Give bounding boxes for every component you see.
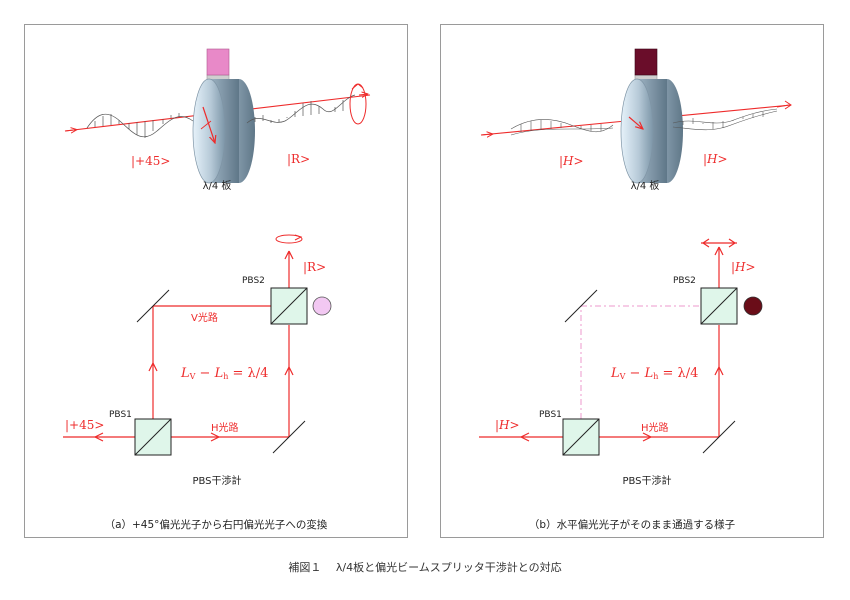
panel-a: |+45> |R> λ/4 板 PBS2 (24, 24, 408, 538)
state-in-label: |H> (559, 154, 584, 168)
h-path-label: H光路 (211, 421, 239, 434)
outgoing-wave (246, 94, 356, 124)
mirror-bottom-right (702, 420, 736, 454)
output-state-label: |H> (731, 260, 756, 274)
input-state-label: |+45> (65, 418, 104, 432)
panel-b-diagram: |H> |H> λ/4 板 PBS2 PBS1 H光路 |H> (479, 48, 792, 487)
mirror-top-left (136, 289, 170, 323)
panel-a-diagram: |+45> |R> λ/4 板 PBS2 (63, 48, 371, 487)
figure-caption: 補図１ λ/4板と偏光ビームスプリッタ干渉計との対応 (288, 561, 562, 574)
waveplate-holder (634, 48, 658, 76)
detector-icon (743, 296, 763, 316)
optic-axis-arrow (628, 116, 643, 129)
interferometer-label: PBS干渉計 (192, 474, 241, 487)
pbs2-label: PBS2 (673, 276, 696, 286)
input-state-label: |H> (495, 418, 520, 432)
waveplate-label: λ/4 板 (203, 179, 232, 192)
state-out-label: |R> (287, 152, 310, 166)
detector-icon (312, 296, 332, 316)
outgoing-wave (672, 108, 778, 131)
output-rotation-icon (275, 234, 303, 244)
h-path-label: H光路 (641, 421, 669, 434)
mirror-top-left (564, 289, 598, 323)
circular-polarization-icon (349, 83, 367, 125)
interferometer-beams (63, 250, 294, 442)
panel-b-caption: （b）水平偏光光子がそのまま通過する様子 (528, 519, 736, 531)
incoming-wave (86, 113, 194, 138)
waveplate-disc (192, 78, 226, 184)
waveplate-holder (206, 48, 230, 76)
mirror-bottom-right (272, 420, 306, 454)
state-in-label: |+45> (131, 154, 170, 168)
waveplate-disc (620, 78, 654, 184)
interferometer-label: PBS干渉計 (622, 474, 671, 487)
panel-a-caption: （a）+45°偏光光子から右円偏光光子への変換 (104, 519, 328, 531)
pbs2-label: PBS2 (242, 276, 265, 286)
path-difference-formula: LV − Lh = λ/4 (180, 366, 268, 381)
waveplate-label: λ/4 板 (631, 179, 660, 192)
optic-axis-arrow (202, 106, 215, 143)
state-out-label: |H> (703, 152, 728, 166)
incoming-wave (510, 119, 614, 136)
output-state-label: |R> (303, 260, 326, 274)
pbs1-label: PBS1 (109, 410, 132, 420)
v-path-dashed (580, 305, 701, 419)
v-path-label: V光路 (191, 311, 218, 324)
pbs1-label: PBS1 (539, 410, 562, 420)
panel-b: |H> |H> λ/4 板 PBS2 PBS1 H光路 |H> (440, 24, 824, 538)
path-difference-formula: LV − Lh = λ/4 (610, 366, 698, 381)
interferometer-beams (479, 238, 737, 442)
